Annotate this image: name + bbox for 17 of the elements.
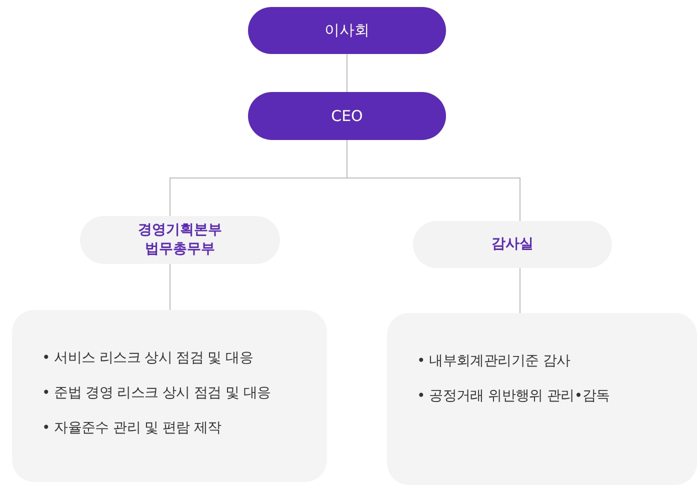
duty-item: • 공정거래 위반행위 관리•감독 — [417, 388, 611, 405]
unit-name: CEO — [330, 106, 364, 126]
duty-item: • 서비스 리스크 상시 점검 및 대응 — [42, 350, 254, 367]
duty-item: • 자율준수 관리 및 편람 제작 — [42, 420, 222, 437]
duty-item: • 내부회계관리기준 감사 — [417, 353, 572, 370]
duty-item: • 준법 경영 리스크 상시 점검 및 대응 — [42, 385, 272, 402]
org-pill — [248, 7, 446, 54]
unit-name: 감사실 — [490, 235, 534, 254]
org-pill — [248, 92, 446, 140]
task-card — [387, 313, 697, 485]
unit-name: 이사회 — [324, 20, 370, 41]
unit-name: 경영기획본부 법무총무부 — [137, 221, 223, 259]
connector-line — [346, 140, 520, 222]
task-card — [12, 310, 327, 482]
org-pill — [80, 216, 280, 264]
connector-line — [346, 54, 348, 92]
org-pill — [413, 221, 612, 268]
